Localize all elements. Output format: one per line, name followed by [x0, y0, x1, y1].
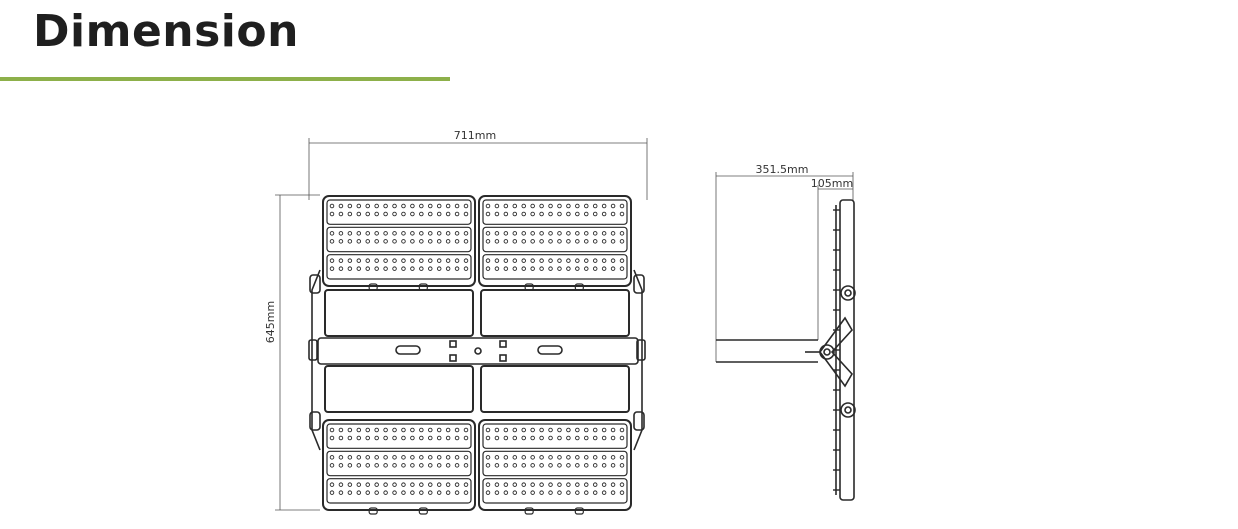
side-fins [833, 209, 840, 491]
center-crossbar [317, 337, 639, 365]
led-panel [478, 419, 632, 515]
led-panel [322, 419, 476, 515]
title-underline [0, 77, 450, 81]
width-label: 711mm [454, 129, 496, 142]
depth-label: 351.5mm [756, 163, 809, 176]
height-dimension [275, 194, 320, 511]
mounting-brackets [308, 269, 646, 451]
front-view: 711mm 645mm [264, 129, 648, 515]
width-dimension [308, 138, 648, 200]
depth-dimension [715, 172, 854, 362]
height-label: 645mm [264, 301, 277, 343]
led-panel [478, 195, 632, 291]
led-panel [322, 195, 476, 291]
side-view: 351.5mm 105mm [715, 163, 856, 501]
heatsink-frames [324, 289, 630, 413]
led-modules [322, 195, 632, 515]
offset-label: 105mm [811, 177, 853, 190]
page-title: Dimension [33, 6, 299, 57]
